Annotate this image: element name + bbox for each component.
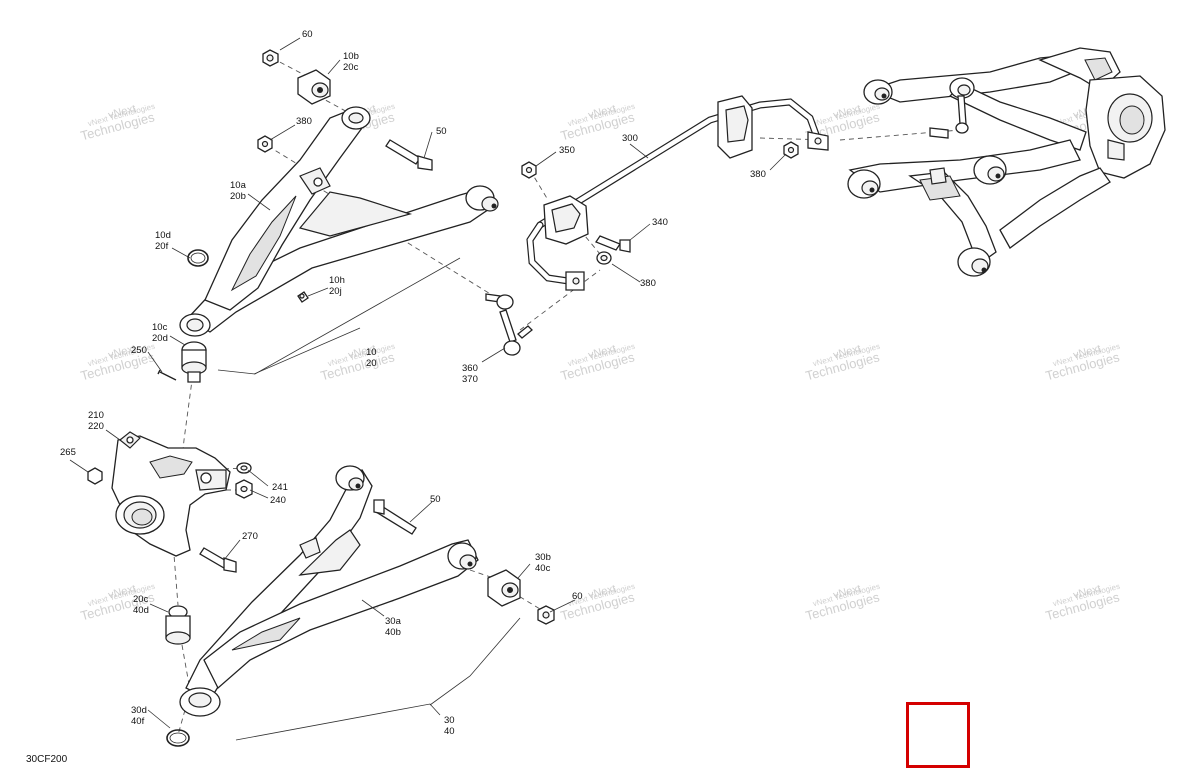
bushing-icon [297,69,331,105]
stabilizer-hardware [485,141,799,356]
callout-label: 380 [750,169,766,180]
upper-arm-hardware [157,49,433,383]
callout-label: 10h [329,275,345,286]
watermark: vNext Technologies vNext Technologies [319,342,397,384]
callout-labels: 60 10b 20c 380 50 10a 20b 10d 20f 10h 20… [60,29,766,737]
callout-label: 50 [436,126,447,137]
circlip-icon [187,249,209,267]
stabilizer-bar [526,95,829,291]
callout-label: 60 [302,29,313,40]
callout-label: 241 [272,482,288,493]
watermark: vNext Technologies vNext Technologies [1044,582,1122,624]
ball-joint-icon [181,341,207,383]
circlip-icon [166,729,190,747]
watermark: vNext Technologies vNext Technologies [1044,342,1122,384]
callout-label: 40d [133,605,149,616]
lower-arm-hardware [165,499,555,747]
nut-icon [537,605,555,625]
callout-label: 370 [462,374,478,385]
bolt-icon [385,139,433,171]
watermark: vNext Technologies vNext Technologies [559,342,637,384]
bushing-icon [487,569,521,607]
callout-label: 20c [133,594,149,605]
watermark: vNext Technologies vNext Technologies [79,102,157,144]
callout-label: 350 [559,145,575,156]
callout-label: 240 [270,495,286,506]
highlight-marker-box [906,702,970,768]
bolt-icon [595,235,631,253]
knuckle-hardware [87,462,253,573]
callout-label: 30 [444,715,455,726]
callout-label: 10a [230,180,247,191]
callout-label: 360 [462,363,478,374]
callout-label: 340 [652,217,668,228]
callout-label: 10 [366,347,377,358]
callout-label: 265 [60,447,76,458]
washer-icon [236,462,252,474]
callout-label: 250 [131,345,147,356]
callout-label: 20c [343,62,359,73]
callout-label: 10d [155,230,171,241]
callout-label: 10c [152,322,168,333]
callout-label: 60 [572,591,583,602]
assembled-suspension-view [847,47,1166,277]
callout-label: 20 [366,358,377,369]
callout-label: 40f [131,716,145,727]
watermark: vNext Technologies vNext Technologies [804,342,882,384]
callout-label: 20f [155,241,169,252]
callout-label: 30a [385,616,402,627]
callout-label: 270 [242,531,258,542]
cotter-pin-icon [157,369,177,381]
watermark: vNext Technologies vNext Technologies [559,582,637,624]
nut-icon [262,49,279,67]
callout-label: 380 [640,278,656,289]
callout-label: 220 [88,421,104,432]
callout-label: 300 [622,133,638,144]
leader-lines [69,37,787,741]
callout-label: 20d [152,333,168,344]
bolt-icon [373,499,417,535]
callout-label: 380 [296,116,312,127]
lower-a-arm [179,465,479,717]
nut-icon [235,479,253,499]
callout-label: 40 [444,726,455,737]
callout-label: 10b [343,51,359,62]
watermark: vNext Technologies vNext Technologies [804,582,882,624]
nut-icon [257,135,273,153]
callout-label: 40b [385,627,401,638]
grease-fitting-icon [297,291,309,303]
knuckle [111,431,231,557]
callout-label: 30d [131,705,147,716]
ball-joint-icon [165,605,191,645]
nut-icon [783,141,799,159]
callout-label: 50 [430,494,441,505]
stabilizer-link-icon [485,293,533,356]
washer-icon [596,251,612,265]
callout-label: 20b [230,191,246,202]
callout-label: 210 [88,410,104,421]
bolt-icon [87,467,103,485]
bolt-icon [199,547,237,573]
callout-label: 20j [329,286,342,297]
upper-a-arm [179,106,499,337]
diagram-reference-code: 30CF200 [26,754,68,765]
nut-icon [521,161,537,179]
callout-label: 40c [535,563,551,574]
callout-label: 30b [535,552,551,563]
